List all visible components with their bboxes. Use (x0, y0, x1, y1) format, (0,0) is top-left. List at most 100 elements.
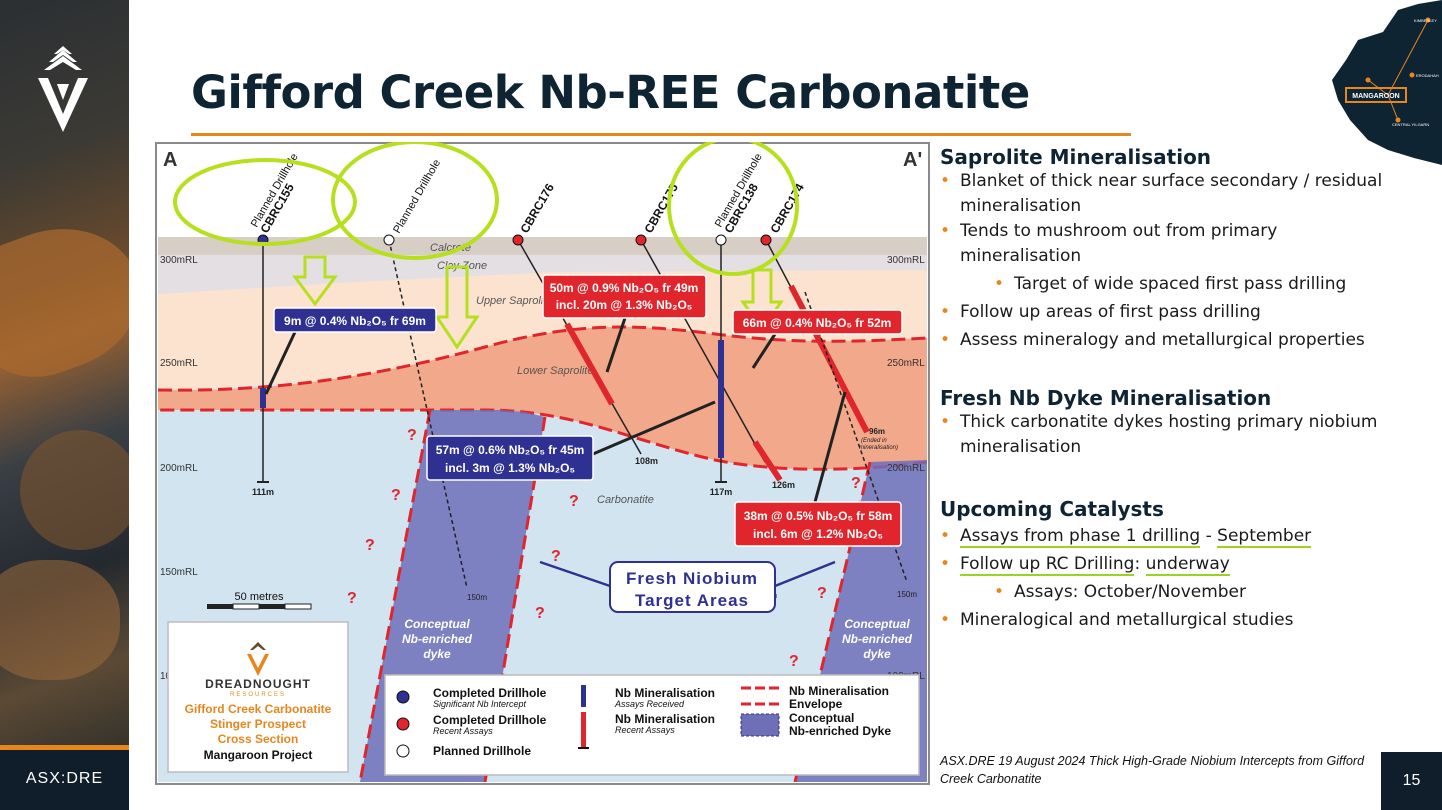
sidebar-footer (0, 750, 129, 810)
dyke-label: Nb-enriched (402, 632, 473, 646)
target-label: Fresh Niobium (626, 569, 758, 588)
sidebar-texture (0, 205, 129, 395)
section-catalysts: Upcoming Catalysts •Assays from phase 1 … (940, 497, 1400, 633)
legend-sub: Envelope (789, 697, 843, 711)
legend-label: Completed Drillhole (433, 686, 547, 700)
end-note: (Ended in (861, 438, 887, 444)
bullet-item: •Mineralogical and metallurgical studies (940, 610, 1294, 630)
rl-label: 300mRL (160, 255, 198, 266)
uncertainty-mark: ? (391, 487, 401, 504)
scale-label: 50 metres (235, 591, 284, 603)
section-marker-a: A (163, 149, 177, 171)
intercept-label: incl. 20m @ 1.3% Nb₂O₅ (556, 298, 693, 312)
rl-label: 250mRL (160, 358, 198, 369)
rl-label: 300mRL (887, 255, 925, 266)
legend-sub: Recent Assays (433, 726, 493, 736)
rl-label: 10 (160, 671, 172, 682)
sidebar-texture (0, 560, 120, 680)
rl-label: 250mRL (887, 358, 925, 369)
sidebar-panel: ASX:DRE (0, 0, 129, 810)
project-name: Mangaroon Project (204, 748, 313, 762)
company-name: DREADNOUGHT (205, 677, 311, 691)
uncertainty-mark: ? (569, 493, 579, 510)
intercept-label: 50m @ 0.9% Nb₂O₅ fr 49m (550, 281, 699, 295)
intercept-label: 57m @ 0.6% Nb₂O₅ fr 45m (436, 443, 585, 457)
legend-label: Completed Drillhole (433, 713, 547, 727)
bullet-item: •Thick carbonatite dykes hosting primary… (940, 412, 1378, 457)
legend-sub: Significant Nb Intercept (433, 699, 527, 709)
drillhole-depth: 111m (252, 487, 274, 497)
legend: Completed Drillhole Significant Nb Inter… (384, 674, 920, 776)
drillhole-right: 150m (804, 291, 917, 599)
title-box-line: Stinger Prospect (210, 717, 306, 731)
drillhole-depth: 108m (635, 456, 658, 466)
zone-label: Lower Saprolite (517, 365, 593, 377)
text-column: Saprolite Mineralisation •Blanket of thi… (940, 145, 1400, 633)
intercept-label: 66m @ 0.4% Nb₂O₅ fr 52m (743, 316, 892, 330)
map-place-label: ERODAHAH (1416, 73, 1439, 78)
location-map: MANGAROON KIMBERLEY ERODAHAH CENTRAL YIL… (1332, 0, 1442, 165)
legend-label: Nb Mineralisation (615, 712, 715, 726)
scale-bar: 50 metres (207, 591, 312, 610)
legend-label: Nb Mineralisation (789, 684, 889, 698)
uncertainty-mark: ? (535, 605, 545, 622)
drillhole-depth: 150m (897, 590, 917, 599)
section-marker-a-prime: A' (903, 149, 922, 171)
uncertainty-mark: ? (347, 590, 357, 607)
company-sub: RESOURCES (230, 692, 286, 698)
intercept-label: incl. 6m @ 1.2% Nb₂O₅ (753, 527, 883, 541)
legend-label: Conceptual (789, 711, 854, 725)
footnote: ASX.DRE 19 August 2024 Thick High-Grade … (940, 754, 1365, 786)
section-heading: Upcoming Catalysts (940, 497, 1164, 521)
section-saprolite: Saprolite Mineralisation •Blanket of thi… (940, 145, 1400, 353)
target-label: Target Areas (635, 591, 749, 610)
section-fresh-dyke: Fresh Nb Dyke Mineralisation •Thick carb… (940, 386, 1400, 460)
accent-bar (0, 745, 129, 750)
title-box-line: Gifford Creek Carbonatite (185, 702, 332, 716)
dyke-label: Conceptual (844, 617, 910, 631)
title-box-line: Cross Section (218, 732, 299, 746)
bullet-item: •Blanket of thick near surface secondary… (940, 171, 1383, 216)
end-note: mineralisation) (859, 445, 898, 451)
uncertainty-mark: ? (407, 427, 417, 444)
zone-label: Upper Saprolite (476, 295, 552, 307)
intercept-label: 9m @ 0.4% Nb₂O₅ fr 69m (284, 314, 426, 328)
planned-drillhole-highlight (173, 142, 799, 276)
bullet-item: •Tends to mushroom out from primary mine… (940, 221, 1278, 266)
section-heading: Fresh Nb Dyke Mineralisation (940, 386, 1272, 410)
legend-label: Planned Drillhole (433, 744, 531, 758)
intercept-label: incl. 3m @ 1.3% Nb₂O₅ (445, 461, 575, 475)
dyke-label: dyke (863, 647, 891, 661)
company-logo-icon (247, 654, 269, 676)
drillhole-cbrc175-lower: 126m (752, 440, 795, 490)
bullet-item: •Follow up RC Drilling: underway (940, 554, 1230, 576)
rl-label: 200mRL (887, 463, 925, 474)
map-place-label: CENTRAL YILGARN (1392, 122, 1429, 127)
drillhole-depth: 117m (710, 487, 733, 497)
legend-label: Nb Mineralisation (615, 686, 715, 700)
sidebar-texture (20, 430, 129, 550)
rl-label: 150mRL (160, 567, 198, 578)
legend-sub: Assays Received (614, 699, 685, 709)
uncertainty-mark: ? (851, 475, 861, 492)
bullet-item: •Follow up areas of first pass drilling (940, 302, 1261, 322)
uncertainty-mark: ? (551, 548, 561, 565)
cross-section-figure: A A' 300mRL 300mRL 250mRL 250mRL 200mRL … (155, 142, 930, 785)
ticker-label: ASX:DRE (25, 770, 104, 787)
section-title-box: DREADNOUGHT RESOURCES Gifford Creek Carb… (167, 621, 349, 773)
drillhole-depth: 150m (467, 593, 487, 602)
section-heading: Saprolite Mineralisation (940, 145, 1212, 169)
uncertainty-mark: ? (365, 537, 375, 554)
legend-sub: Nb-enriched Dyke (789, 724, 891, 738)
zone-label: Calcrete (430, 242, 471, 254)
intercept-label: 38m @ 0.5% Nb₂O₅ fr 58m (744, 509, 893, 523)
page-title: Gifford Creek Nb-REE Carbonatite (191, 66, 1030, 119)
company-logo-icon (38, 46, 88, 132)
rl-label: 200mRL (160, 463, 198, 474)
legend-sub: Recent Assays (615, 725, 675, 735)
title-underline (191, 133, 1131, 136)
sub-bullet-item: •Target of wide spaced first pass drilli… (994, 274, 1347, 294)
map-place-label: KIMBERLEY (1414, 18, 1437, 23)
uncertainty-mark: ? (789, 653, 799, 670)
zone-label: Carbonatite (597, 494, 654, 506)
